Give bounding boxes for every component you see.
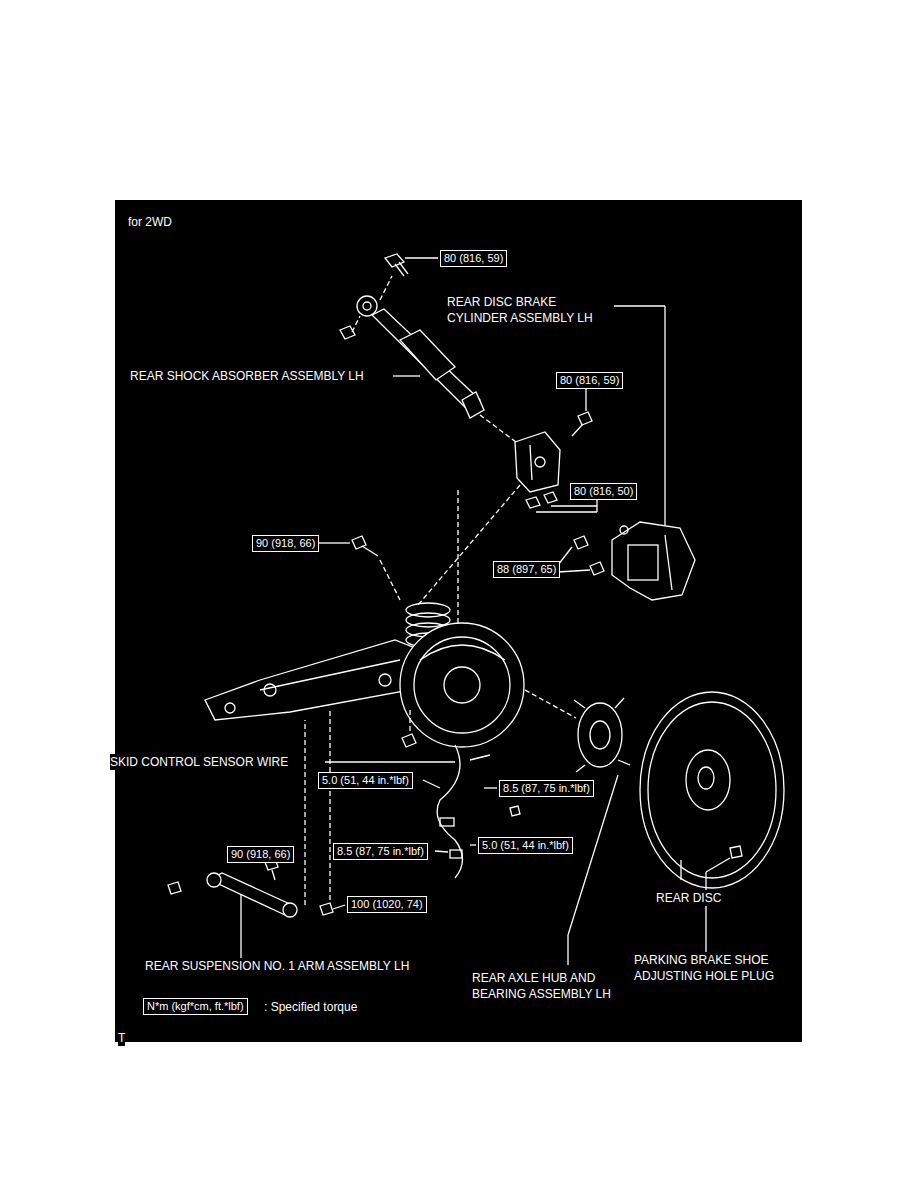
torque-value: 8.5 (87, 75 in.*lbf)	[337, 845, 424, 857]
part-label: REAR AXLE HUB AND BEARING ASSEMBLY LH	[472, 970, 632, 1002]
torque-value: 8.5 (87, 75 in.*lbf)	[503, 782, 590, 794]
suspension-arm	[207, 873, 297, 917]
shock-bracket	[515, 432, 560, 492]
part-label: REAR DISC BRAKE CYLINDER ASSEMBLY LH	[447, 294, 597, 326]
part-label: REAR SUSPENSION NO. 1 ARM ASSEMBLY LH	[145, 958, 409, 974]
part-label: PARKING BRAKE SHOE ADJUSTING HOLE PLUG	[634, 952, 800, 984]
part-label: REAR DISC	[656, 890, 721, 906]
rear-axle-beam	[205, 640, 420, 720]
brake-disc	[640, 692, 784, 888]
torque-box: N*m (kgf*cm, ft.*lbf)	[143, 998, 248, 1015]
part-label: REAR SHOCK ABSORBER ASSEMBLY LH	[130, 368, 364, 384]
torque-box: 90 (918, 66)	[227, 846, 294, 863]
torque-box: 88 (897, 65)	[493, 561, 560, 578]
torque-box: 80 (816, 59)	[556, 372, 623, 389]
sensor-wire	[437, 745, 490, 878]
part-label: SKID CONTROL SENSOR WIRE	[110, 754, 288, 770]
torque-value: N*m (kgf*cm, ft.*lbf)	[147, 1000, 244, 1012]
backing-plate	[400, 623, 524, 747]
part-label: T	[118, 1030, 125, 1046]
bolt	[385, 254, 408, 276]
torque-box: 80 (816, 59)	[440, 250, 507, 267]
torque-box: 100 (1020, 74)	[347, 896, 427, 913]
torque-value: 100 (1020, 74)	[351, 898, 423, 910]
torque-box: 90 (918, 66)	[252, 535, 319, 552]
part-label: : Specified torque	[264, 999, 357, 1015]
torque-box: 5.0 (51, 44 in.*lbf)	[478, 837, 573, 854]
torque-box: 8.5 (87, 75 in.*lbf)	[499, 780, 594, 797]
torque-value: 90 (918, 66)	[231, 848, 290, 860]
torque-box: 80 (816, 50)	[570, 483, 637, 500]
torque-value: 5.0 (51, 44 in.*lbf)	[322, 774, 409, 786]
part-label: for 2WD	[128, 214, 172, 230]
torque-value: 80 (816, 50)	[574, 485, 633, 497]
torque-value: 90 (918, 66)	[256, 537, 315, 549]
torque-value: 80 (816, 59)	[560, 374, 619, 386]
torque-box: 5.0 (51, 44 in.*lbf)	[318, 772, 413, 789]
axle-hub	[574, 698, 630, 772]
brake-caliper	[612, 522, 695, 600]
torque-value: 80 (816, 59)	[444, 252, 503, 264]
torque-value: 88 (897, 65)	[497, 563, 556, 575]
torque-box: 8.5 (87, 75 in.*lbf)	[333, 843, 428, 860]
torque-value: 5.0 (51, 44 in.*lbf)	[482, 839, 569, 851]
